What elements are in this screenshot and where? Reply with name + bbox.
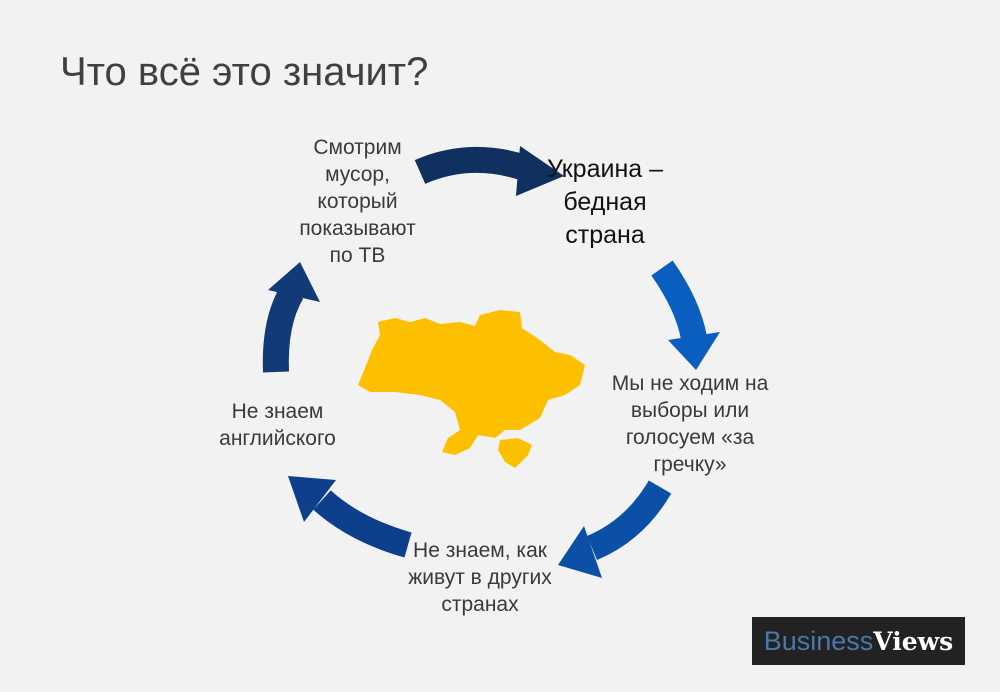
arrow-countries-to-english (313, 490, 412, 558)
arrowhead (668, 332, 720, 370)
arrowhead (558, 526, 602, 578)
logo-part2: Views (873, 626, 954, 656)
arrow-poor-to-elections (651, 260, 707, 341)
node-other-countries: Не знаем, как живут в других странах (408, 539, 552, 616)
node-english: Не знаем английского (219, 400, 336, 450)
crimea-map (498, 438, 532, 468)
ukraine-map (358, 310, 585, 455)
slide-title: Что всё это значит? (60, 50, 429, 94)
node-tv: Смотрим мусор, который показывают по ТВ (299, 136, 416, 267)
arrowhead (288, 476, 336, 522)
arrow-elections-to-countries (586, 480, 672, 560)
logo-part1: Business (763, 625, 874, 656)
node-poor-country: Украина – бедная страна (546, 155, 664, 249)
arrow-english-to-tv (262, 285, 304, 373)
arrowhead (268, 262, 320, 302)
arrow-tv-to-poor (414, 146, 530, 185)
arrowhead (516, 146, 564, 196)
node-elections: Мы не ходим на выборы или голосуем «за г… (611, 372, 769, 476)
